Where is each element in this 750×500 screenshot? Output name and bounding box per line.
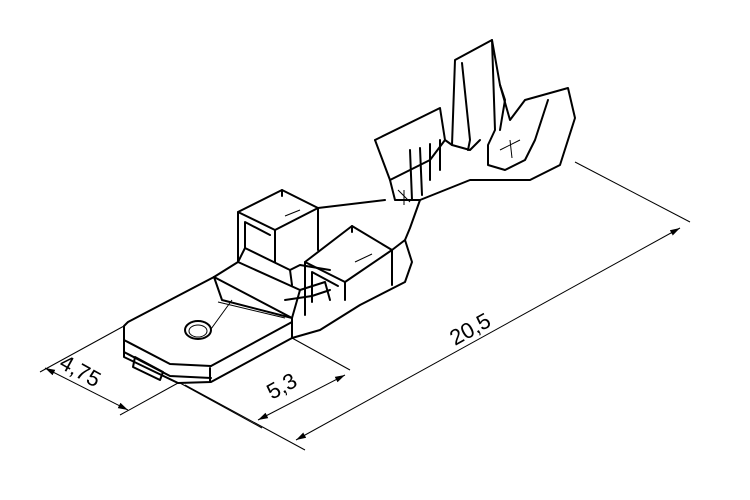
terminal-part [123,39,576,384]
crimp-wings [374,39,576,205]
tab-hole [184,320,212,340]
dimension-label-tab-length: 5,3 [262,368,301,405]
dimension-overall-length: 20,5 [184,161,691,451]
tab-blade [123,276,293,384]
spring-box-left [237,189,386,263]
spring-box-right [304,225,406,316]
